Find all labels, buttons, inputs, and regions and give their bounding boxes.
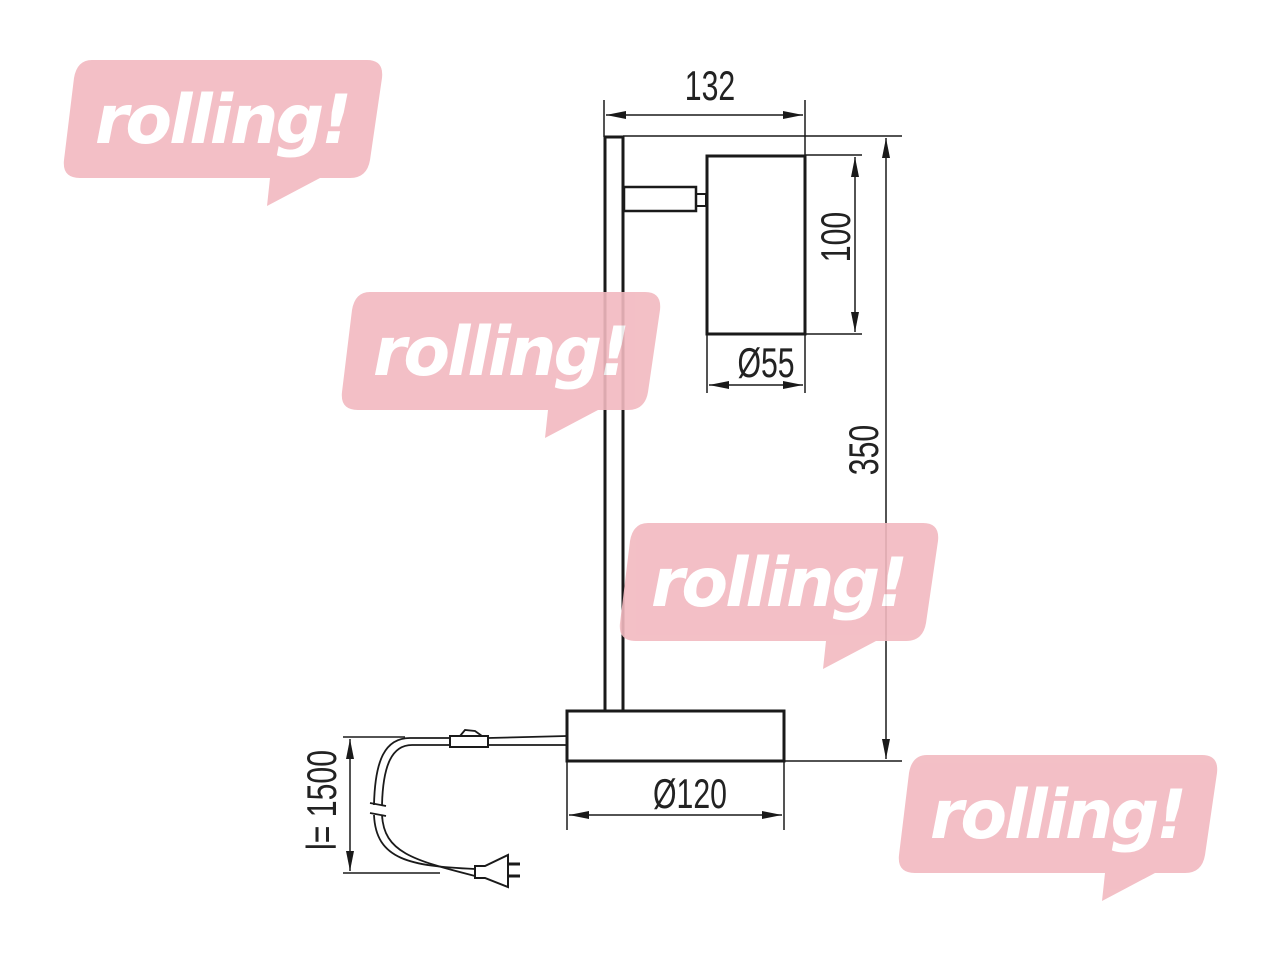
dimension-label-132: 132 <box>685 62 735 109</box>
watermark-text: rolling! <box>930 776 1184 855</box>
watermark-logo: rolling! <box>619 523 939 669</box>
lamp-arm <box>622 185 707 213</box>
watermark-logo: rolling! <box>63 60 383 206</box>
watermark-bubble <box>63 60 383 206</box>
power-cord <box>369 729 568 889</box>
dimension-label-55: Ø55 <box>737 339 794 386</box>
plug <box>474 853 520 889</box>
dimension-label-1500: l= 1500 <box>298 750 345 850</box>
watermark-text: rolling! <box>95 81 349 160</box>
dimension-base-diameter: Ø120 <box>566 761 785 830</box>
dimension-label-120: Ø120 <box>653 770 727 817</box>
lamp-base <box>565 709 786 763</box>
inline-switch <box>449 729 489 748</box>
dimension-head-height: 100 <box>805 154 862 335</box>
dimension-cord-length: l= 1500 <box>298 736 440 874</box>
dimension-label-100: 100 <box>812 212 859 262</box>
watermark-text: rolling! <box>651 544 905 623</box>
lamp-head <box>705 154 807 336</box>
dimension-head-diameter: Ø55 <box>706 334 806 393</box>
dimension-total-height: 350 <box>784 138 902 762</box>
watermark-logo: rolling! <box>898 755 1218 901</box>
watermarks: rolling! rolling! rolling! rolling! <box>63 60 1218 901</box>
dimension-label-350: 350 <box>840 425 887 475</box>
watermark-bubble <box>341 292 661 438</box>
dimension-arm-reach: 132 <box>603 62 806 156</box>
watermark-logo: rolling! <box>341 292 661 438</box>
watermark-text: rolling! <box>373 313 627 392</box>
watermark-bubble <box>619 523 939 669</box>
watermark-bubble <box>898 755 1218 901</box>
